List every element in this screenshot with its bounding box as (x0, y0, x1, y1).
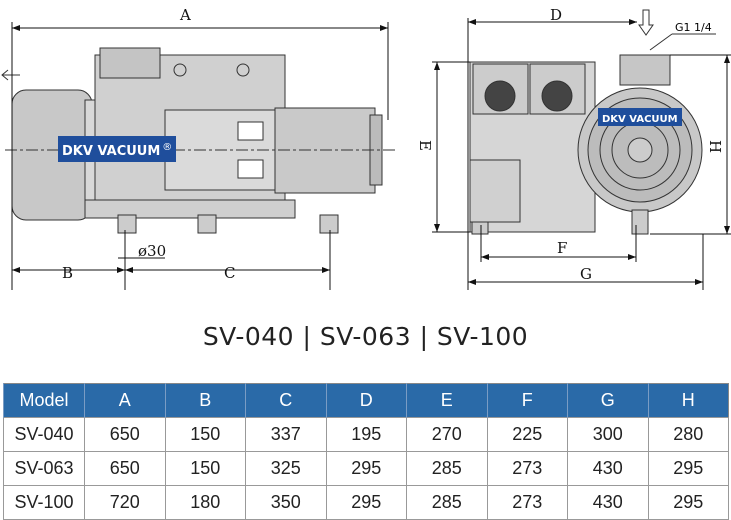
column-header: A (84, 383, 165, 418)
table-cell: 180 (164, 485, 246, 520)
logo-text-front: DKV VACUUM (602, 114, 678, 125)
table-cell: SV-100 (3, 485, 85, 520)
logo-badge-front (598, 108, 682, 126)
dim-label-e: E (416, 140, 434, 151)
table-cell: 225 (486, 417, 568, 452)
side-dimension-lines (11, 22, 389, 290)
table-cell: 150 (164, 451, 246, 486)
column-header: D (325, 383, 407, 418)
table-cell: 350 (245, 485, 327, 520)
table-cell: 650 (84, 417, 166, 452)
table-cell: 285 (406, 485, 488, 520)
table-cell: 285 (406, 451, 488, 486)
table-cell: 270 (406, 417, 488, 452)
dim-label-d: D (550, 6, 562, 24)
table-cell: 430 (567, 451, 649, 486)
table-cell: 295 (647, 485, 729, 520)
column-header: Model (3, 383, 85, 418)
table-cell: 295 (647, 451, 729, 486)
logo-side: DKV VACUUM® (62, 142, 172, 159)
dim-label-f: F (557, 239, 567, 257)
column-header: C (245, 383, 326, 418)
table-cell: 325 (245, 451, 327, 486)
table-cell: SV-040 (3, 417, 85, 452)
table-cell: 295 (325, 451, 407, 486)
logo-badge-side (58, 136, 176, 162)
dim-label-a: A (179, 6, 191, 24)
table-header-row: Model A B C D E F G H (3, 383, 729, 418)
column-header: B (164, 383, 246, 418)
column-header: H (647, 383, 729, 418)
table-cell: 337 (245, 417, 327, 452)
port-label: G1 1/4 (675, 21, 712, 34)
table-cell: 720 (84, 485, 166, 520)
column-header: G (567, 383, 648, 418)
table-cell: 430 (567, 485, 649, 520)
column-header: F (486, 383, 568, 418)
table-cell: 295 (325, 485, 407, 520)
column-header: E (406, 383, 487, 418)
logo-mark: ® (162, 142, 172, 153)
table-cell: 273 (486, 451, 568, 486)
logo-text-side: DKV VACUUM (62, 144, 160, 159)
diameter-label: ø30 (138, 242, 166, 260)
table-cell: SV-063 (3, 451, 85, 486)
dim-label-b: B (62, 264, 73, 282)
table-cell: 300 (567, 417, 649, 452)
table-cell: 273 (486, 485, 568, 520)
dim-label-h: H (706, 140, 724, 153)
table-cell: 150 (164, 417, 246, 452)
front-dimension-lines (432, 18, 731, 290)
pump-dimension-drawing: DKV VACUUM® A B C ø30 DKV VACUUM (1, 6, 731, 290)
dim-label-c: C (224, 264, 235, 282)
page-title: SV-040 | SV-063 | SV-100 (202, 322, 529, 351)
table-cell: 195 (325, 417, 407, 452)
table-cell: 650 (84, 451, 166, 486)
table-cell: 280 (647, 417, 729, 452)
dim-label-g: G (580, 265, 592, 283)
